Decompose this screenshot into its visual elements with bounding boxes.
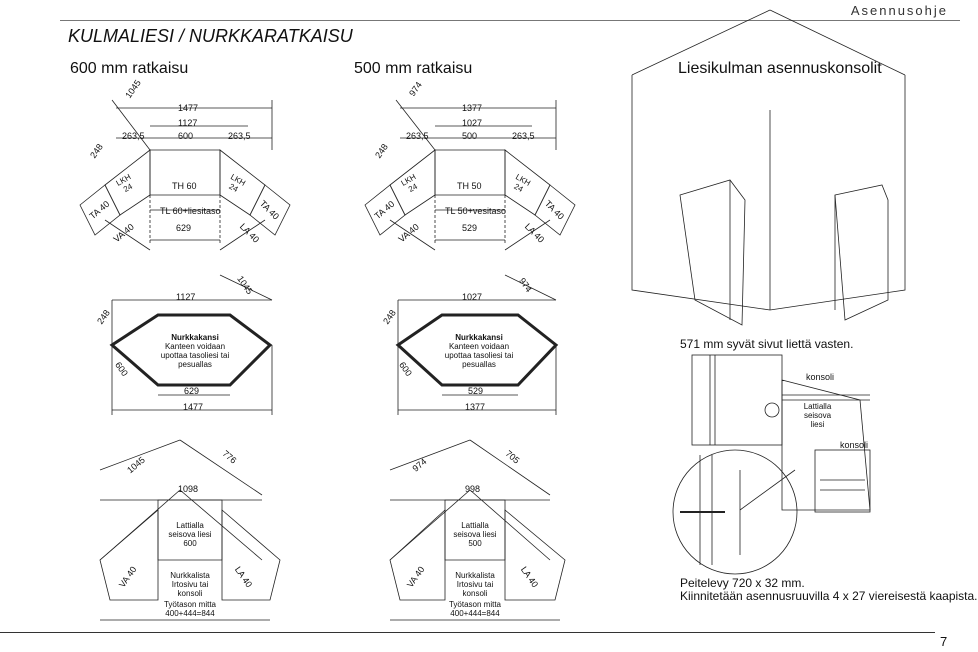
plan600-mid: 600 [178,131,194,141]
top500-inner: 1027 [462,292,483,302]
detail-circle-drawing [672,449,798,575]
plan500-inner: 1027 [462,118,483,128]
floor500-corner: Nurkkalista Irtosivu tai konsoli [455,571,495,598]
plan600-w629: 629 [176,223,192,233]
top600-label-text: Kanteen voidaan upottaa tasoliesi tai pe… [160,342,230,369]
floor600-work: Työtason mitta 400+444=844 [163,600,217,618]
floor500-stove: Lattialla seisova liesi 500 [453,521,497,548]
plan600-inner: 1127 [178,118,198,128]
floor600-stove: Lattialla seisova liesi 600 [168,521,212,548]
plan-600-drawing [79,99,291,251]
top600-w629: 629 [184,386,200,396]
plan600-tl: TL 60+liesitaso [160,206,221,216]
plan600-total: 1477 [178,103,199,113]
top600-label-title: Nurkkakansi [171,333,219,342]
top-500-drawing [395,274,559,415]
top-600-drawing [109,274,273,415]
plan500-tl: TL 50+vesitaso [445,206,506,216]
corner-3d-drawing [631,9,906,326]
plan-500-drawing [364,99,576,251]
note-571: 571 mm syvät sivut liettä vasten. [680,337,854,351]
section-500-title: 500 mm ratkaisu [354,60,473,77]
plan500-side-right: 263,5 [512,131,535,141]
plan500-w529: 529 [462,223,478,233]
plan500-mid: 500 [462,131,478,141]
kiinnitetaan-note: Kiinnitetään asennusruuvilla 4 x 27 vier… [680,589,978,603]
floor500-work: Työtason mitta 400+444=844 [448,600,502,618]
plan500-side-left: 263,5 [406,131,429,141]
page-number: 7 [940,634,948,649]
header-brand: Asennusohje [850,3,948,18]
section-bracket-title: Liesikulman asennuskonsolit [678,60,882,77]
top500-total: 1377 [465,402,486,412]
plan500-th: TH 50 [457,181,482,191]
plan600-side-right: 263,5 [228,131,251,141]
lattialla-label: Lattialla seisova liesi [803,402,832,429]
floor600-corner: Nurkkalista Irtosivu tai konsoli [170,571,210,598]
footer-rule [0,632,935,633]
top500-label-text: Kanteen voidaan upottaa tasoliesi tai pe… [444,342,514,369]
peitelevy-note: Peitelevy 720 x 32 mm. [680,576,805,590]
header-rule [60,20,960,21]
floor600-w: 1098 [178,484,199,494]
konsoli-label-1: konsoli [806,372,835,382]
top600-inner: 1127 [176,292,196,302]
top500-label-title: Nurkkakansi [455,333,503,342]
page-title: KULMALIESI / NURKKARATKAISU [68,26,353,46]
plan600-th: TH 60 [172,181,197,191]
top600-total: 1477 [183,402,204,412]
floor-600-drawing [99,439,281,621]
floor-500-drawing [389,439,566,621]
plan500-total: 1377 [462,103,483,113]
bracket-plan-drawing [691,354,871,513]
section-600-title: 600 mm ratkaisu [70,60,189,77]
top500-w529: 529 [468,386,484,396]
plan600-side-left: 263,5 [122,131,145,141]
floor500-w: 998 [465,484,481,494]
konsoli-label-2: konsoli [840,440,869,450]
